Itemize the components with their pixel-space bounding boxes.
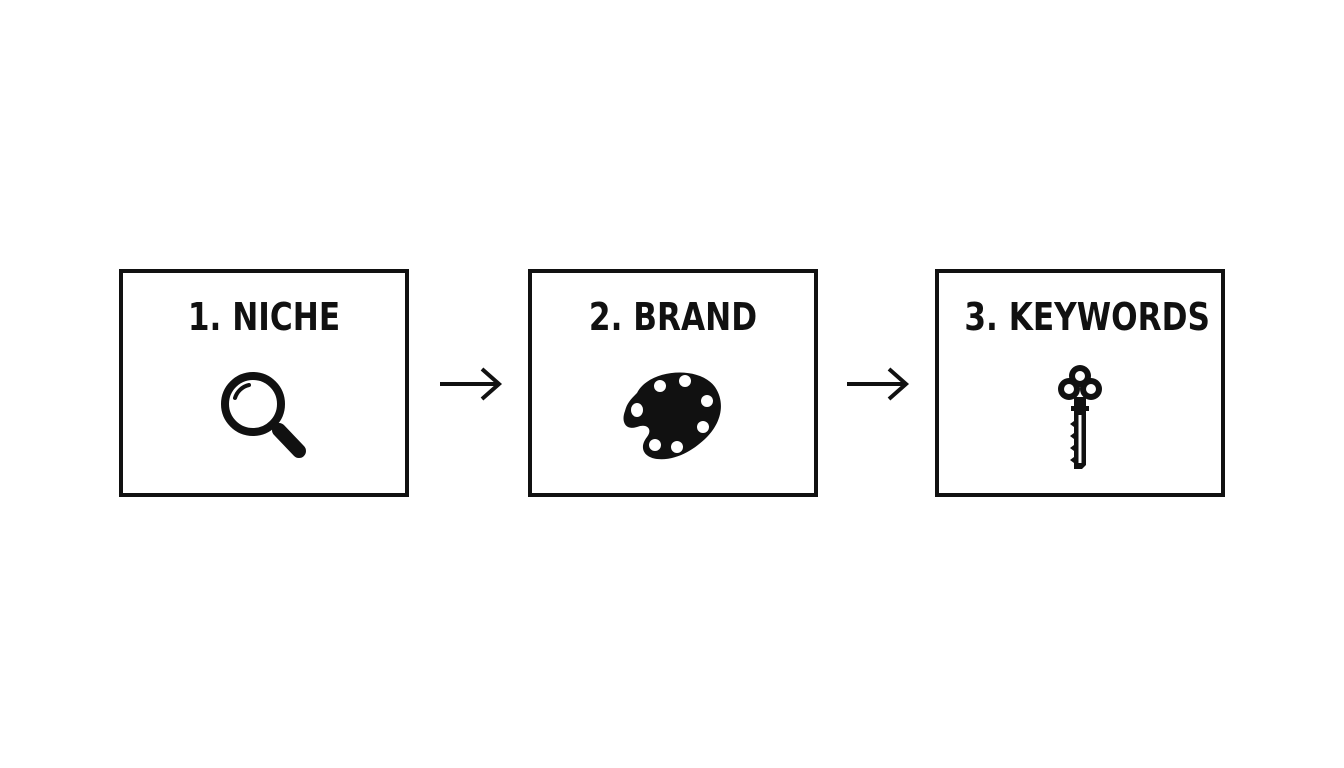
step-title-brand: 2. BRAND <box>588 295 758 339</box>
step-title-keywords: 3. KEYWORDS <box>964 295 1210 339</box>
step-title-niche: 1. NICHE <box>187 295 341 339</box>
arrow-2-to-3 <box>845 366 911 407</box>
magnifying-glass-icon <box>209 361 319 476</box>
key-icon <box>1050 359 1110 476</box>
step-box-brand: 2. BRAND <box>528 269 818 497</box>
arrow-1-to-2 <box>438 366 504 407</box>
palette-icon <box>613 361 733 476</box>
step-box-keywords: 3. KEYWORDS <box>935 269 1225 497</box>
step-box-niche: 1. NICHE <box>119 269 409 497</box>
